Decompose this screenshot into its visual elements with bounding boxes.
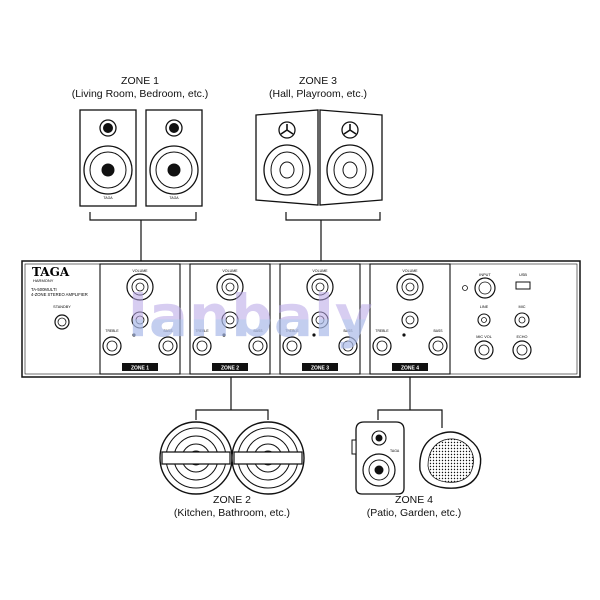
- zone4-led: [402, 333, 406, 337]
- mic-vol-label: MIC VOL: [476, 335, 492, 339]
- zone2-plate: [212, 363, 248, 371]
- zone1-treble-label: TREBLE: [105, 329, 119, 333]
- zone3-module: VOLUME TREBLE BASS ZONE 3: [279, 263, 361, 375]
- wire-zone2: [195, 377, 269, 420]
- amplifier-description: 4-ZONE STEREO AMPLIFIER: [31, 292, 88, 297]
- zone3-treble-knob[interactable]: [282, 336, 302, 356]
- wire-zone4: [377, 377, 443, 428]
- zone3-subtitle: (Hall, Playroom, etc.): [268, 88, 368, 100]
- zone1-subtitle: (Living Room, Bedroom, etc.): [71, 88, 209, 100]
- zone4-bass-knob[interactable]: [428, 336, 448, 356]
- zone3-source-knob[interactable]: [311, 311, 329, 329]
- zone2-caption: ZONE 2 (Kitchen, Bathroom, etc.): [132, 494, 332, 520]
- zone3-plate: [302, 363, 338, 371]
- zone3-speaker-left: [255, 109, 319, 206]
- zone2-volume-label: VOLUME: [222, 269, 238, 273]
- zone1-title: ZONE 1: [121, 75, 159, 87]
- zone1-speaker-left: [79, 109, 137, 207]
- zone3-led: [312, 333, 316, 337]
- amplifier-brand: TAGA: [32, 265, 70, 279]
- zone2-treble-knob[interactable]: [192, 336, 212, 356]
- line-label: LINE: [480, 305, 489, 309]
- zone3-plate-label: ZONE 3: [311, 366, 329, 372]
- zone2-source-knob[interactable]: [221, 311, 239, 329]
- zone3-title: ZONE 3: [299, 75, 337, 87]
- input-selector-knob[interactable]: [474, 277, 496, 299]
- zone4-subtitle: (Patio, Garden, etc.): [366, 507, 462, 519]
- echo-knob[interactable]: [512, 340, 532, 360]
- zone1-source-knob[interactable]: [131, 311, 149, 329]
- zone1-caption: ZONE 1 (Living Room, Bedroom, etc.): [40, 75, 240, 101]
- zone1-speaker-right-brand: TAGA: [169, 196, 179, 200]
- zone3-treble-label: TREBLE: [285, 329, 299, 333]
- zone2-ceiling-speaker-left: [159, 421, 233, 495]
- zone3-caption: ZONE 3 (Hall, Playroom, etc.): [218, 75, 418, 101]
- echo-label: ECHO: [517, 335, 528, 339]
- mic-input-jack[interactable]: [514, 312, 530, 328]
- zone2-ceiling-speaker-right: [231, 421, 305, 495]
- zone2-bass-label: BASS: [253, 329, 263, 333]
- zone-control-modules: VOLUME TREBLE BASS ZONE 1 VOLUME TREBLE BASS ZO…: [99, 263, 451, 375]
- usb-port[interactable]: [515, 281, 531, 290]
- zone2-title: ZONE 2: [213, 494, 251, 506]
- standby-label: STANDBY: [53, 305, 71, 309]
- input-label: INPUT: [479, 273, 491, 277]
- zone3-bass-label: BASS: [343, 329, 353, 333]
- zone2-treble-label: TREBLE: [195, 329, 209, 333]
- zone1-volume-label: VOLUME: [132, 269, 148, 273]
- mic-label: MIC: [519, 305, 526, 309]
- watermark-text: lanbaly: [128, 282, 374, 350]
- amplifier-model: TA-500MULTI: [31, 287, 57, 292]
- zone4-module: VOLUME TREBLE BASS ZONE 4: [369, 263, 451, 375]
- zone4-treble-knob[interactable]: [372, 336, 392, 356]
- watermark-text-shade: lanbaly: [128, 319, 374, 350]
- zone1-led: [132, 333, 136, 337]
- standby-button[interactable]: [54, 314, 70, 330]
- zone4-outdoor-speaker: [351, 421, 405, 495]
- zone2-module: VOLUME TREBLE BASS ZONE 2: [189, 263, 271, 375]
- zone2-subtitle: (Kitchen, Bathroom, etc.): [173, 507, 291, 519]
- zone1-volume-knob[interactable]: [126, 273, 154, 301]
- usb-label: USB: [519, 273, 527, 277]
- zone4-volume-label: VOLUME: [402, 269, 418, 273]
- zone4-speaker-brand: TAGA: [390, 449, 400, 453]
- zone1-treble-knob[interactable]: [102, 336, 122, 356]
- zone3-volume-knob[interactable]: [306, 273, 334, 301]
- zone4-plate-label: ZONE 4: [401, 366, 419, 372]
- wire-zone1: [89, 212, 197, 262]
- zone3-volume-label: VOLUME: [312, 269, 328, 273]
- zone4-rock-speaker: [419, 431, 482, 489]
- amplifier-brand-sub: HARMONY: [33, 278, 54, 283]
- zone4-caption: ZONE 4 (Patio, Garden, etc.): [314, 494, 514, 520]
- line-input-jack[interactable]: [477, 313, 491, 327]
- zone1-module: VOLUME TREBLE BASS ZONE 1: [99, 263, 181, 375]
- input-indicator: [462, 285, 468, 291]
- zone1-speaker-left-brand: TAGA: [103, 196, 113, 200]
- zone4-bass-label: BASS: [433, 329, 443, 333]
- zone4-source-knob[interactable]: [401, 311, 419, 329]
- wire-zone3: [285, 212, 381, 262]
- zone4-volume-knob[interactable]: [396, 273, 424, 301]
- zone2-bass-knob[interactable]: [248, 336, 268, 356]
- zone4-treble-label: TREBLE: [375, 329, 389, 333]
- zone3-bass-knob[interactable]: [338, 336, 358, 356]
- zone2-plate-label: ZONE 2: [221, 366, 239, 372]
- zone1-speaker-right: [145, 109, 203, 207]
- zone2-volume-knob[interactable]: [216, 273, 244, 301]
- zone3-speaker-right: [319, 109, 383, 206]
- zone4-title: ZONE 4: [395, 494, 433, 506]
- zone4-plate: [392, 363, 428, 371]
- zone1-plate: [122, 363, 158, 371]
- zone1-bass-label: BASS: [163, 329, 173, 333]
- zone1-plate-label: ZONE 1: [131, 366, 149, 372]
- zone1-bass-knob[interactable]: [158, 336, 178, 356]
- mic-volume-knob[interactable]: [474, 340, 494, 360]
- zone2-led: [222, 333, 226, 337]
